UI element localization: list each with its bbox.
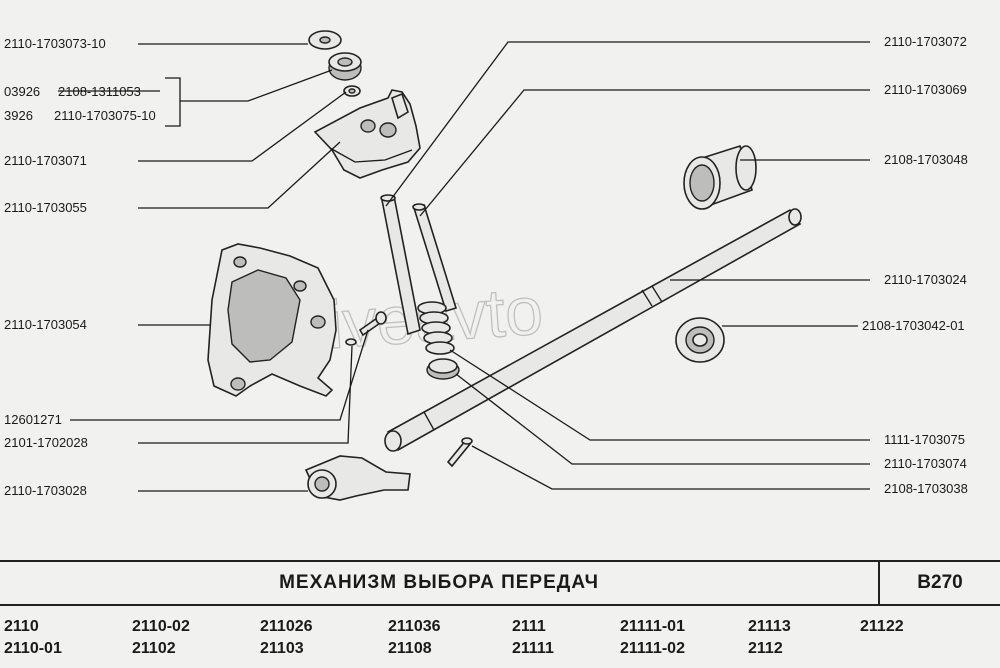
part-label: 1111-1703075 <box>884 432 965 447</box>
part-label: 2110-1703055 <box>4 200 87 215</box>
applicable-models: 2110 2110-02 211026 211036 2111 21111-01… <box>0 614 1000 668</box>
model-code: 2110-02 <box>132 618 190 635</box>
lock-washer-part <box>345 338 357 346</box>
part-label: 2110-1703024 <box>884 272 967 287</box>
part-label: 2110-1703075-10 <box>54 108 156 123</box>
selector-housing-part <box>207 243 337 397</box>
part-label: 2110-1703072 <box>884 34 967 49</box>
model-code: 2110 <box>4 618 39 635</box>
model-code: 21103 <box>260 640 304 657</box>
page-title: МЕХАНИЗМ ВЫБОРА ПЕРЕДАЧ <box>279 572 599 593</box>
model-code: 21111 <box>512 640 554 657</box>
oil-seal-part <box>328 52 362 81</box>
selector-shaft-part <box>384 208 802 452</box>
part-label: 2110-1703074 <box>884 456 967 471</box>
model-code: 21111-02 <box>620 640 685 657</box>
spring-part <box>417 301 455 355</box>
washer-part <box>308 30 342 50</box>
model-code: 21102 <box>132 640 176 657</box>
part-label: 03926 <box>4 84 40 99</box>
part-label: 2108-1703048 <box>884 152 968 167</box>
exploded-parts-diagram: driveavto <box>4 30 968 501</box>
part-label: 2108-1703038 <box>884 481 968 496</box>
part-label: 2110-1703073-10 <box>4 36 106 51</box>
title-bar: МЕХАНИЗМ ВЫБОРА ПЕРЕДАЧ B270 <box>0 560 1000 606</box>
part-label: 2108-1703042-01 <box>862 318 965 333</box>
bolt-part <box>358 311 387 337</box>
lock-pin-part <box>446 437 473 468</box>
bushing-part <box>683 144 757 210</box>
part-label: 3926 <box>4 108 33 123</box>
shift-lever-part <box>304 455 411 501</box>
page-code: B270 <box>917 572 963 593</box>
small-washer-part <box>343 85 361 97</box>
model-code: 2112 <box>748 640 783 657</box>
model-code: 211026 <box>260 618 313 635</box>
lever-bracket-part <box>313 89 421 179</box>
part-label: 12601271 <box>4 412 62 427</box>
leader-lines <box>70 41 870 492</box>
part-label: 2110-1703071 <box>4 153 87 168</box>
model-code: 211036 <box>388 618 441 635</box>
part-label: 2101-1702028 <box>4 435 88 450</box>
model-code: 21111-01 <box>620 618 685 635</box>
title-divider <box>878 562 880 604</box>
part-label: 2110-1703069 <box>884 82 967 97</box>
part-label: 2110-1703028 <box>4 483 87 498</box>
model-code: 2110-01 <box>4 640 62 657</box>
model-code: 2111 <box>512 618 546 635</box>
short-rod-part <box>412 203 458 312</box>
model-code: 21113 <box>748 618 791 635</box>
shaft-bearing-part <box>675 317 725 363</box>
part-label: 2110-1703054 <box>4 317 87 332</box>
spring-seat-part <box>426 358 460 380</box>
model-code: 21108 <box>388 640 432 657</box>
long-rod-part <box>380 194 421 336</box>
model-code: 21122 <box>860 618 904 635</box>
